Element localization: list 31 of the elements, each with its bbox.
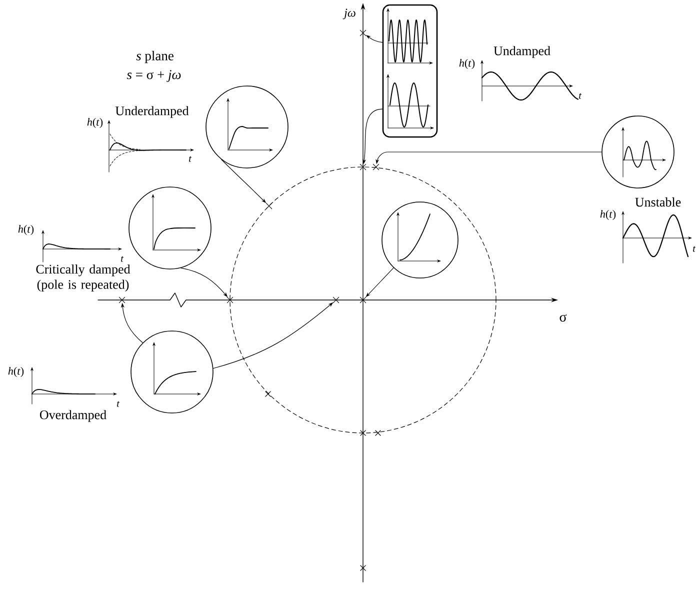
plot-title: Underdamped (115, 106, 189, 118)
formula: s = σ + jω (126, 70, 181, 82)
axis-label: h(t) (18, 225, 34, 235)
pole-mark (332, 296, 340, 304)
pole-mark (360, 30, 366, 36)
pole-mark (118, 296, 126, 304)
plot-title: Undamped (494, 46, 550, 58)
axis-label: h(t) (8, 367, 24, 377)
axis-label: h(t) (459, 59, 475, 69)
inset-circle (206, 86, 288, 168)
inset-circle (382, 202, 458, 278)
inset-circle (128, 186, 212, 270)
axis-label: t (117, 401, 120, 407)
axis-label: t (693, 246, 696, 252)
axis-label: h(t) (600, 210, 616, 220)
pole-mark (360, 164, 366, 170)
axis-label: σ (560, 314, 567, 322)
plot-title: Overdamped (40, 410, 106, 422)
inset-circle (602, 116, 674, 188)
pole-mark (226, 296, 234, 304)
plot-title: Critically damped (pole is repeated) (36, 264, 130, 292)
axis-label: jω (342, 8, 356, 20)
axis-label: t (579, 93, 582, 99)
heading: s plane (136, 50, 174, 64)
axis-label: t (189, 156, 192, 162)
inset-box (382, 4, 438, 138)
pole-mark (360, 296, 366, 304)
axis-label: h(t) (87, 118, 103, 128)
pole-mark (372, 164, 380, 170)
inset-circle (130, 330, 214, 414)
pole-mark (266, 202, 272, 210)
